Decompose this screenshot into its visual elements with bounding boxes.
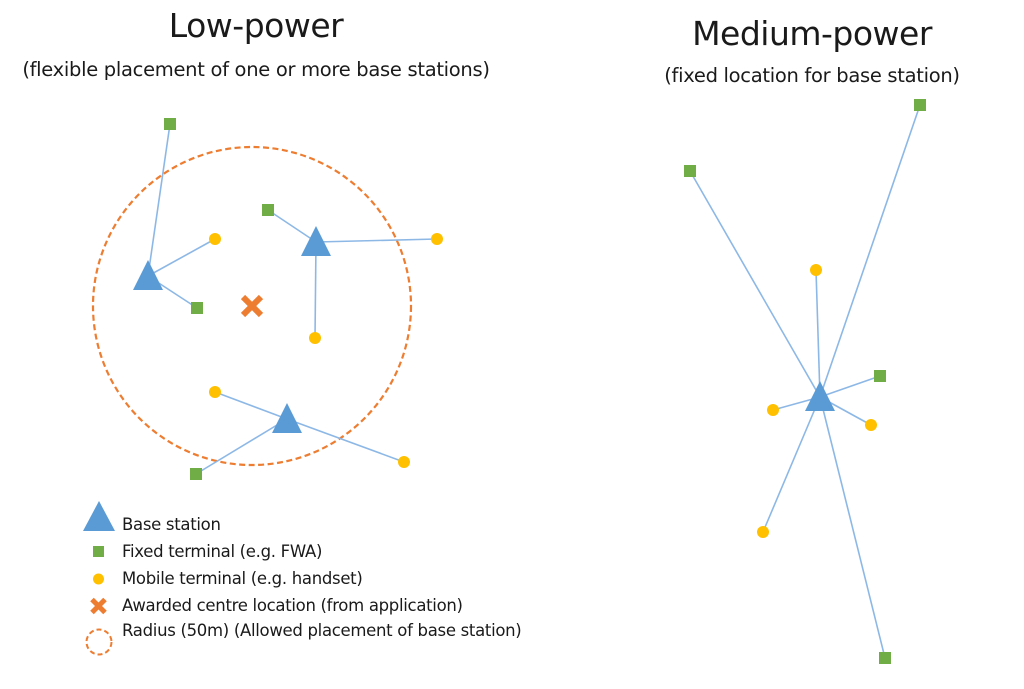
square-icon: [80, 538, 122, 560]
fixed-terminal-icon: [262, 204, 274, 216]
fixed-terminal-icon: [874, 370, 886, 382]
cross-icon: [80, 592, 122, 615]
fixed-terminal-icon: [914, 99, 926, 111]
link-line: [819, 375, 881, 398]
link-line: [147, 238, 216, 277]
fixed-terminal-icon: [684, 165, 696, 177]
cross-stroke: [240, 294, 264, 318]
awarded-centre-icon: [240, 294, 264, 318]
dashed-circle-icon: [80, 619, 122, 656]
legend: Base station Fixed terminal (e.g. FWA) M…: [80, 501, 522, 656]
triangle-icon: [80, 501, 122, 533]
link-line: [689, 170, 821, 398]
legend-label: Awarded centre location (from applicatio…: [122, 596, 463, 615]
mobile-terminal-icon: [810, 264, 822, 276]
legend-label: Radius (50m) (Allowed placement of base …: [122, 621, 522, 640]
mobile-terminal-icon: [309, 332, 321, 344]
base-station-icon: [272, 403, 302, 433]
mobile-terminal-icon: [865, 419, 877, 431]
mobile-terminal-icon: [431, 233, 443, 245]
mobile-terminal-icon: [209, 386, 221, 398]
legend-label: Fixed terminal (e.g. FWA): [122, 542, 323, 561]
link-line: [314, 241, 317, 339]
medium-power-title: Medium-power: [692, 14, 932, 53]
link-line: [315, 238, 438, 243]
fixed-terminal-icon: [879, 652, 891, 664]
legend-item-base-station: Base station: [80, 501, 522, 538]
base-station-icon: [133, 260, 163, 290]
link-line: [762, 396, 821, 533]
mobile-terminal-icon: [398, 456, 410, 468]
link-line: [195, 418, 288, 475]
legend-label: Base station: [122, 515, 221, 534]
legend-item-awarded-centre: Awarded centre location (from applicatio…: [80, 592, 522, 619]
fixed-terminal-icon: [164, 118, 176, 130]
link-line: [819, 104, 921, 398]
legend-item-radius: Radius (50m) (Allowed placement of base …: [80, 619, 522, 656]
mobile-terminal-icon: [209, 233, 221, 245]
link-line: [286, 418, 405, 463]
base-station-icon: [301, 226, 331, 256]
mobile-terminal-icon: [767, 404, 779, 416]
link-line: [815, 269, 821, 398]
link-line: [819, 396, 886, 659]
legend-item-mobile-terminal: Mobile terminal (e.g. handset): [80, 565, 522, 592]
base-station-icon: [805, 381, 835, 411]
fixed-terminal-icon: [191, 302, 203, 314]
allowed-radius-circle: [91, 145, 413, 467]
medium-power-subtitle: (fixed location for base station): [664, 64, 960, 87]
low-power-title: Low-power: [168, 6, 344, 45]
mobile-terminal-icon: [757, 526, 769, 538]
link-line: [214, 391, 288, 420]
fixed-terminal-icon: [190, 468, 202, 480]
low-power-subtitle: (flexible placement of one or more base …: [22, 58, 490, 81]
link-line: [147, 123, 171, 277]
dot-icon: [80, 565, 122, 587]
legend-label: Mobile terminal (e.g. handset): [122, 569, 363, 588]
link-line: [267, 209, 317, 243]
legend-item-fixed-terminal: Fixed terminal (e.g. FWA): [80, 538, 522, 565]
